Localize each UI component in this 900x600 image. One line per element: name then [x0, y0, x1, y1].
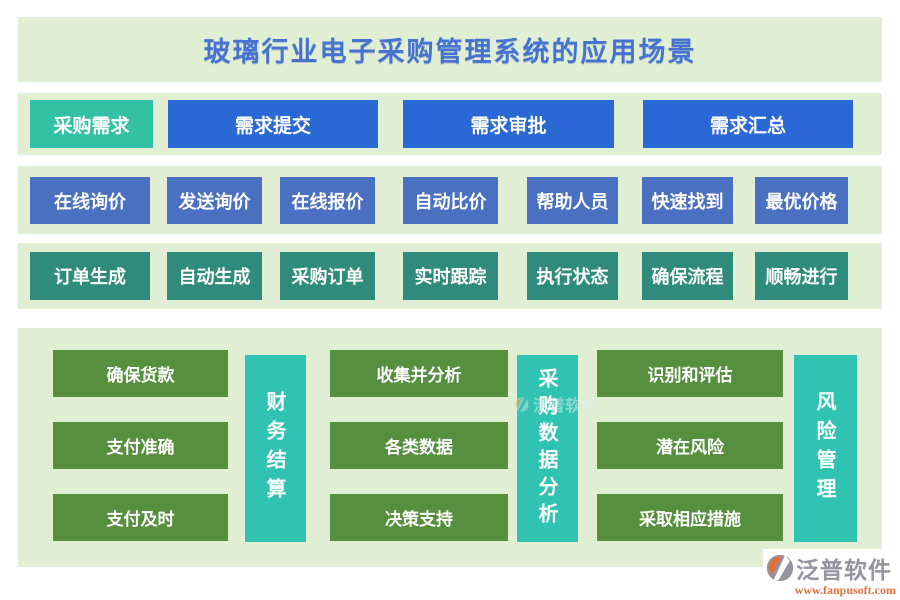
node-identify-evaluate: 识别和评估 — [597, 350, 783, 397]
node-online-quote: 在线报价 — [280, 177, 375, 224]
procurement-data-label: 采购数据分析 — [535, 367, 559, 530]
procurement-data-bar: 采购数据分析 — [517, 355, 578, 542]
procurement-demand-row: 采购需求 需求提交 需求审批 需求汇总 — [18, 93, 882, 155]
node-pay-on-time: 支付及时 — [53, 494, 228, 541]
risk-management-bar: 风险管理 — [794, 355, 857, 542]
node-pay-accurate: 支付准确 — [53, 422, 228, 469]
node-demand-approve: 需求审批 — [403, 100, 614, 148]
node-realtime-track: 实时跟踪 — [403, 252, 498, 300]
node-various-data: 各类数据 — [330, 422, 508, 469]
node-ensure-process: 确保流程 — [642, 252, 733, 300]
finance-settlement-label: 财务结算 — [263, 390, 287, 507]
node-auto-compare: 自动比价 — [403, 177, 498, 224]
order-generation-row: 订单生成 自动生成 采购订单 实时跟踪 执行状态 确保流程 顺畅进行 — [18, 243, 882, 309]
online-inquiry-row: 在线询价 发送询价 在线报价 自动比价 帮助人员 快速找到 最优价格 — [18, 166, 882, 234]
node-online-inquiry: 在线询价 — [30, 177, 150, 224]
node-best-price: 最优价格 — [755, 177, 848, 224]
logo-row: 泛普软件 — [766, 551, 896, 585]
fanpu-logo-icon — [766, 554, 794, 582]
bottom-section: 确保货款 支付准确 支付及时 财务结算 收集并分析 各类数据 决策支持 采购数据… — [18, 328, 882, 567]
node-ensure-payment: 确保货款 — [53, 350, 228, 397]
fanpu-logo[interactable]: 泛普软件 www.fanpusoft.com — [766, 551, 896, 598]
node-send-inquiry: 发送询价 — [167, 177, 262, 224]
risk-management-label: 风险管理 — [813, 390, 837, 507]
node-decision-support: 决策支持 — [330, 494, 508, 541]
node-take-measures: 采取相应措施 — [597, 494, 783, 541]
page-title: 玻璃行业电子采购管理系统的应用场景 — [203, 37, 697, 68]
node-quick-find: 快速找到 — [642, 177, 733, 224]
logo-website-url[interactable]: www.fanpusoft.com — [794, 583, 896, 597]
node-order-generation: 订单生成 — [30, 252, 150, 300]
node-collect-analyze: 收集并分析 — [330, 350, 508, 397]
node-potential-risk: 潜在风险 — [597, 422, 783, 469]
node-procurement-demand: 采购需求 — [30, 100, 153, 148]
node-purchase-order: 采购订单 — [280, 252, 375, 300]
finance-settlement-bar: 财务结算 — [245, 355, 306, 542]
node-demand-submit: 需求提交 — [168, 100, 378, 148]
node-auto-generate: 自动生成 — [167, 252, 262, 300]
node-help-staff: 帮助人员 — [527, 177, 618, 224]
node-smooth-progress: 顺畅进行 — [755, 252, 848, 300]
node-demand-summary: 需求汇总 — [643, 100, 853, 148]
logo-brand-name: 泛普软件 — [796, 558, 892, 584]
title-band: 玻璃行业电子采购管理系统的应用场景 — [18, 17, 882, 82]
node-execution-status: 执行状态 — [527, 252, 618, 300]
